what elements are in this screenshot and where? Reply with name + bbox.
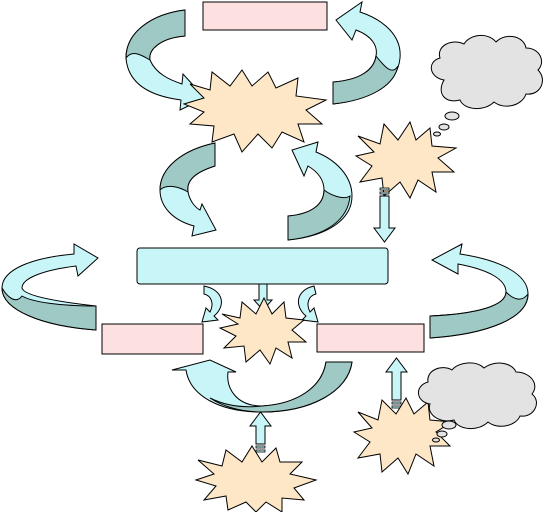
bottom-swoosh-arrow — [171, 359, 353, 413]
right-box — [316, 323, 425, 353]
right-loop-arrow — [429, 243, 529, 339]
center-burst — [218, 296, 308, 366]
bottom-up-arrow — [249, 411, 272, 453]
center-small-left-arrow — [201, 285, 222, 323]
left-box — [101, 323, 204, 355]
center-small-right-arrow — [298, 285, 319, 323]
middle-left-curved-arrow — [159, 142, 217, 237]
middle-right-curved-arrow — [287, 141, 353, 241]
left-loop-arrow — [1, 243, 99, 331]
top-box — [202, 1, 328, 31]
center-box — [136, 247, 389, 285]
top-burst — [182, 69, 328, 153]
lower-thought-cloud — [418, 362, 537, 443]
upper-right-burst — [354, 120, 458, 200]
top-left-curved-arrow — [125, 9, 206, 111]
upper-right-down-arrow — [373, 187, 396, 243]
lower-right-burst — [352, 396, 454, 476]
bottom-burst — [194, 445, 318, 512]
upper-thought-cloud — [430, 35, 543, 137]
top-right-curved-arrow — [332, 0, 401, 105]
